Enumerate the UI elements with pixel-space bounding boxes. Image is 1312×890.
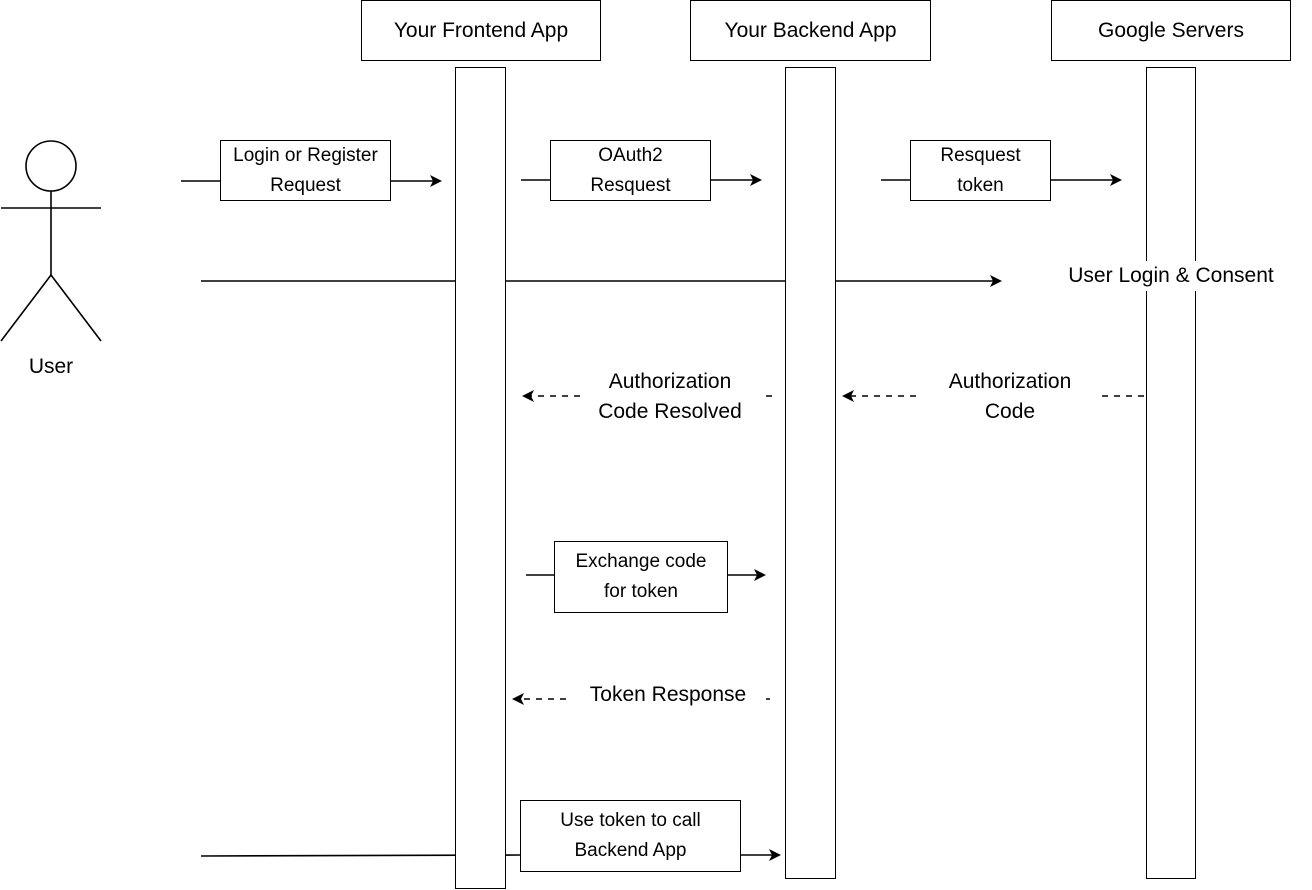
message-request-token-line2: token xyxy=(957,174,1004,196)
participant-google-label: Google Servers xyxy=(1098,18,1244,42)
message-request-token: Resquest token xyxy=(910,140,1051,201)
message-login-request-line2: Request xyxy=(270,174,341,196)
message-authorization-code-line2: Code xyxy=(984,400,1036,423)
message-use-token-line2: Backend App xyxy=(574,840,687,861)
lifeline-frontend xyxy=(455,67,506,889)
message-user-login-consent-text: User Login & Consent xyxy=(1068,264,1274,287)
message-token-response-text: Token Response xyxy=(589,683,747,706)
participant-google: Google Servers xyxy=(1051,0,1291,61)
message-login-request: Login or Register Request xyxy=(220,140,391,201)
user-label-text: User xyxy=(28,355,74,378)
message-oauth2-request-line2: Resquest xyxy=(590,174,671,196)
message-authorization-code-line1: Authorization xyxy=(948,370,1072,393)
message-oauth2-request-line1: OAuth2 xyxy=(598,144,663,166)
participant-frontend: Your Frontend App xyxy=(361,0,601,61)
message-authorization-code-resolved: Authorization Code Resolved xyxy=(580,367,760,427)
message-authorization-code-resolved-line1: Authorization xyxy=(608,370,732,393)
participant-frontend-label: Your Frontend App xyxy=(393,18,569,42)
user-actor-icon xyxy=(0,140,102,342)
message-authorization-code-resolved-line2: Code Resolved xyxy=(598,400,742,423)
participant-backend: Your Backend App xyxy=(690,0,931,61)
message-user-login-consent: User Login & Consent xyxy=(1040,261,1302,291)
message-exchange-code-line1: Exchange code xyxy=(575,551,707,572)
message-authorization-code: Authorization Code xyxy=(922,367,1098,427)
message-login-request-line1: Login or Register xyxy=(233,144,378,166)
participant-backend-label: Your Backend App xyxy=(724,18,897,42)
lifeline-google xyxy=(1146,67,1196,879)
message-request-token-line1: Resquest xyxy=(940,144,1021,166)
message-oauth2-request: OAuth2 Resquest xyxy=(550,140,711,201)
user-actor-label: User xyxy=(0,352,102,382)
message-token-response: Token Response xyxy=(570,680,766,710)
message-use-token: Use token to call Backend App xyxy=(520,800,741,872)
message-exchange-code: Exchange code for token xyxy=(554,541,728,613)
message-exchange-code-line2: for token xyxy=(604,581,678,602)
message-use-token-line1: Use token to call xyxy=(560,810,701,831)
lifeline-backend xyxy=(785,67,836,879)
